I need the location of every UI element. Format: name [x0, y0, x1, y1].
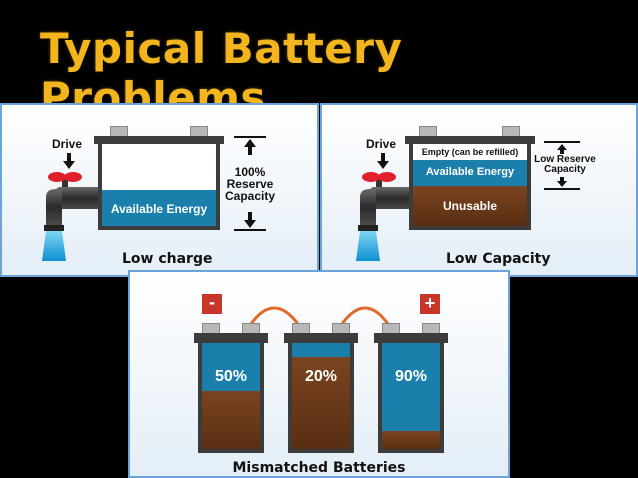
reserve-label-line1: Low Reserve [534, 154, 596, 165]
battery-lid [284, 333, 358, 343]
low-charge-caption: Low charge [122, 251, 213, 267]
available-energy-fill [413, 160, 527, 186]
reserve-label-line2: Reserve [226, 177, 274, 191]
battery-50-label: 50% [214, 368, 248, 385]
minus-sign: - [209, 292, 215, 312]
available-energy-label: Available Energy [110, 202, 208, 216]
available-energy-fill [102, 190, 216, 226]
mismatched-batteries-caption: Mismatched Batteries [232, 460, 406, 476]
empty-label: Empty (can be refilled) [421, 147, 519, 157]
drive-arrow-icon [63, 153, 75, 169]
drive-label: Drive [366, 137, 397, 151]
battery-90-label: 90% [394, 368, 428, 385]
mismatched-batteries-panel: - + 50% 20% 90% Mismatched Batteries [128, 270, 510, 478]
battery-lid [194, 333, 268, 343]
low-charge-panel: Drive Available Energy 100% Reserve Capa… [0, 103, 319, 277]
negative-terminal-marker: - [202, 292, 222, 314]
plus-sign: + [424, 293, 436, 313]
unusable-label: Unusable [442, 199, 497, 213]
battery-90-sludge [382, 431, 440, 449]
faucet-icon [42, 172, 102, 261]
low-capacity-caption: Low Capacity [446, 251, 551, 267]
connecting-wires [249, 306, 390, 325]
reserve-bracket-icon [234, 136, 266, 231]
reserve-label-line3: Capacity [224, 189, 276, 203]
battery-50-sludge [202, 391, 260, 449]
reserve-bracket-icon [544, 141, 580, 190]
battery-lid [94, 136, 224, 144]
battery-20-body [288, 343, 354, 453]
available-energy-label: Available Energy [425, 166, 515, 178]
drive-arrow-icon [377, 153, 389, 169]
battery-90-body [378, 343, 444, 453]
faucet-icon [356, 172, 416, 261]
reserve-label-line1: 100% [234, 165, 266, 179]
page-title: Typical Battery Problems [40, 24, 403, 122]
battery-50-body [198, 343, 264, 453]
battery-lid [374, 333, 448, 343]
low-capacity-panel: Drive Empty (can be refilled) Available … [320, 103, 638, 277]
reserve-label-line2: Capacity [544, 164, 586, 175]
battery-20-label: 20% [304, 368, 338, 385]
unusable-fill [413, 186, 527, 226]
battery-lid [405, 136, 535, 144]
battery-20-sludge [292, 357, 350, 449]
positive-terminal-marker: + [420, 294, 440, 314]
drive-label: Drive [52, 137, 83, 151]
